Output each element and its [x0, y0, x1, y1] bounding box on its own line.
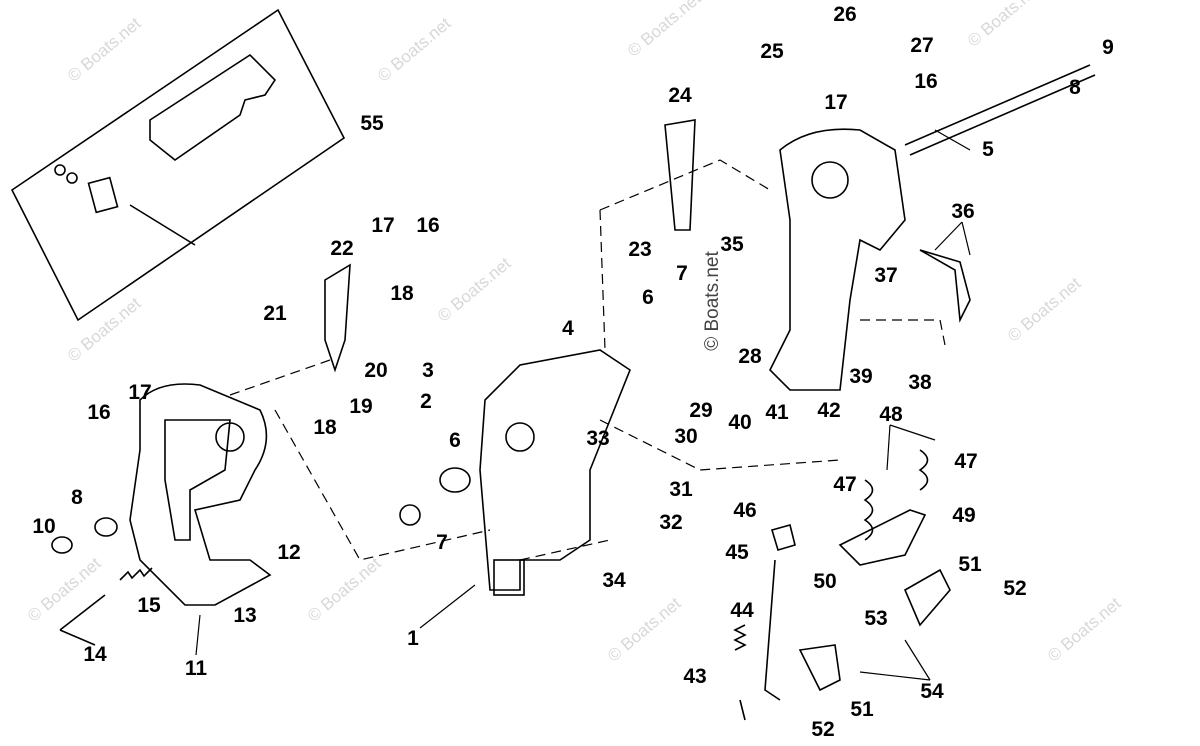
leader-lines — [195, 129, 971, 681]
callout: 50 — [813, 570, 837, 593]
callout: 32 — [659, 511, 683, 534]
callout: 23 — [628, 238, 652, 261]
callout: 24 — [668, 84, 692, 107]
callout: 9 — [1102, 36, 1114, 59]
callout: 42 — [817, 399, 841, 422]
callout: 44 — [730, 599, 754, 622]
left-clamp-bracket-11 — [51, 383, 272, 646]
callout: 47 — [833, 473, 857, 496]
callout: 10 — [32, 515, 56, 538]
callout: 34 — [602, 569, 626, 592]
callout: 26 — [833, 3, 857, 26]
callout: 12 — [277, 541, 301, 564]
callout: 53 — [864, 607, 888, 630]
callout: 16 — [914, 70, 938, 93]
callout: 1 — [407, 627, 419, 650]
callout: 36 — [951, 200, 975, 223]
callout: 52 — [811, 718, 835, 741]
callout: 7 — [436, 531, 448, 554]
callout: 29 — [689, 399, 713, 422]
callout: 30 — [674, 425, 698, 448]
callout: 47 — [954, 450, 978, 473]
callout: 31 — [669, 478, 693, 501]
callout: 45 — [725, 541, 749, 564]
callout: 8 — [1069, 76, 1081, 99]
callout: 17 — [128, 381, 152, 404]
lower-linkage-parts — [733, 449, 951, 721]
callout: 55 — [360, 112, 384, 135]
tilt-support-22 — [324, 263, 351, 373]
callout: 3 — [422, 359, 434, 382]
callout: 15 — [137, 594, 161, 617]
callout: 21 — [263, 302, 287, 325]
callout: 40 — [728, 411, 752, 434]
callout: 14 — [83, 643, 107, 666]
callout: 16 — [416, 214, 440, 237]
callout: 5 — [982, 138, 994, 161]
callout: 46 — [733, 499, 757, 522]
callout: 13 — [233, 604, 257, 627]
callout: 11 — [184, 657, 208, 680]
callout: 49 — [952, 504, 976, 527]
callout: 17 — [371, 214, 395, 237]
callout: 20 — [364, 359, 388, 382]
callout: 22 — [330, 237, 354, 260]
callout: 8 — [71, 486, 83, 509]
callout: 51 — [958, 553, 982, 576]
callout: 4 — [562, 317, 574, 340]
callout: 41 — [765, 401, 789, 424]
callout: 37 — [874, 264, 898, 287]
callout: 2 — [420, 390, 432, 413]
callout: 48 — [879, 403, 903, 426]
callout: 25 — [760, 40, 784, 63]
callout: 52 — [1003, 577, 1027, 600]
callout: 18 — [390, 282, 414, 305]
dashed-assembly-lines — [229, 159, 946, 561]
callout: 7 — [676, 262, 688, 285]
callout: 6 — [449, 429, 461, 452]
callout: 6 — [642, 286, 654, 309]
center-watermark: © Boats.net — [701, 251, 723, 351]
callout: 27 — [910, 34, 934, 57]
callout: 38 — [908, 371, 932, 394]
callout: 51 — [850, 698, 874, 721]
callout: 19 — [349, 395, 373, 418]
inset-box-kit-55 — [10, 8, 346, 322]
callout: 35 — [720, 233, 744, 256]
callout: 39 — [849, 365, 873, 388]
right-clamp-bracket-35 — [769, 64, 1096, 391]
callout: 18 — [313, 416, 337, 439]
callout: 16 — [87, 401, 111, 424]
tilt-lever-24 — [664, 119, 696, 231]
callout: 54 — [920, 680, 944, 703]
callout: 43 — [683, 665, 707, 688]
callout: 17 — [824, 91, 848, 114]
callout: 28 — [738, 345, 762, 368]
callout: 33 — [586, 427, 610, 450]
swivel-bracket-1 — [399, 349, 631, 596]
